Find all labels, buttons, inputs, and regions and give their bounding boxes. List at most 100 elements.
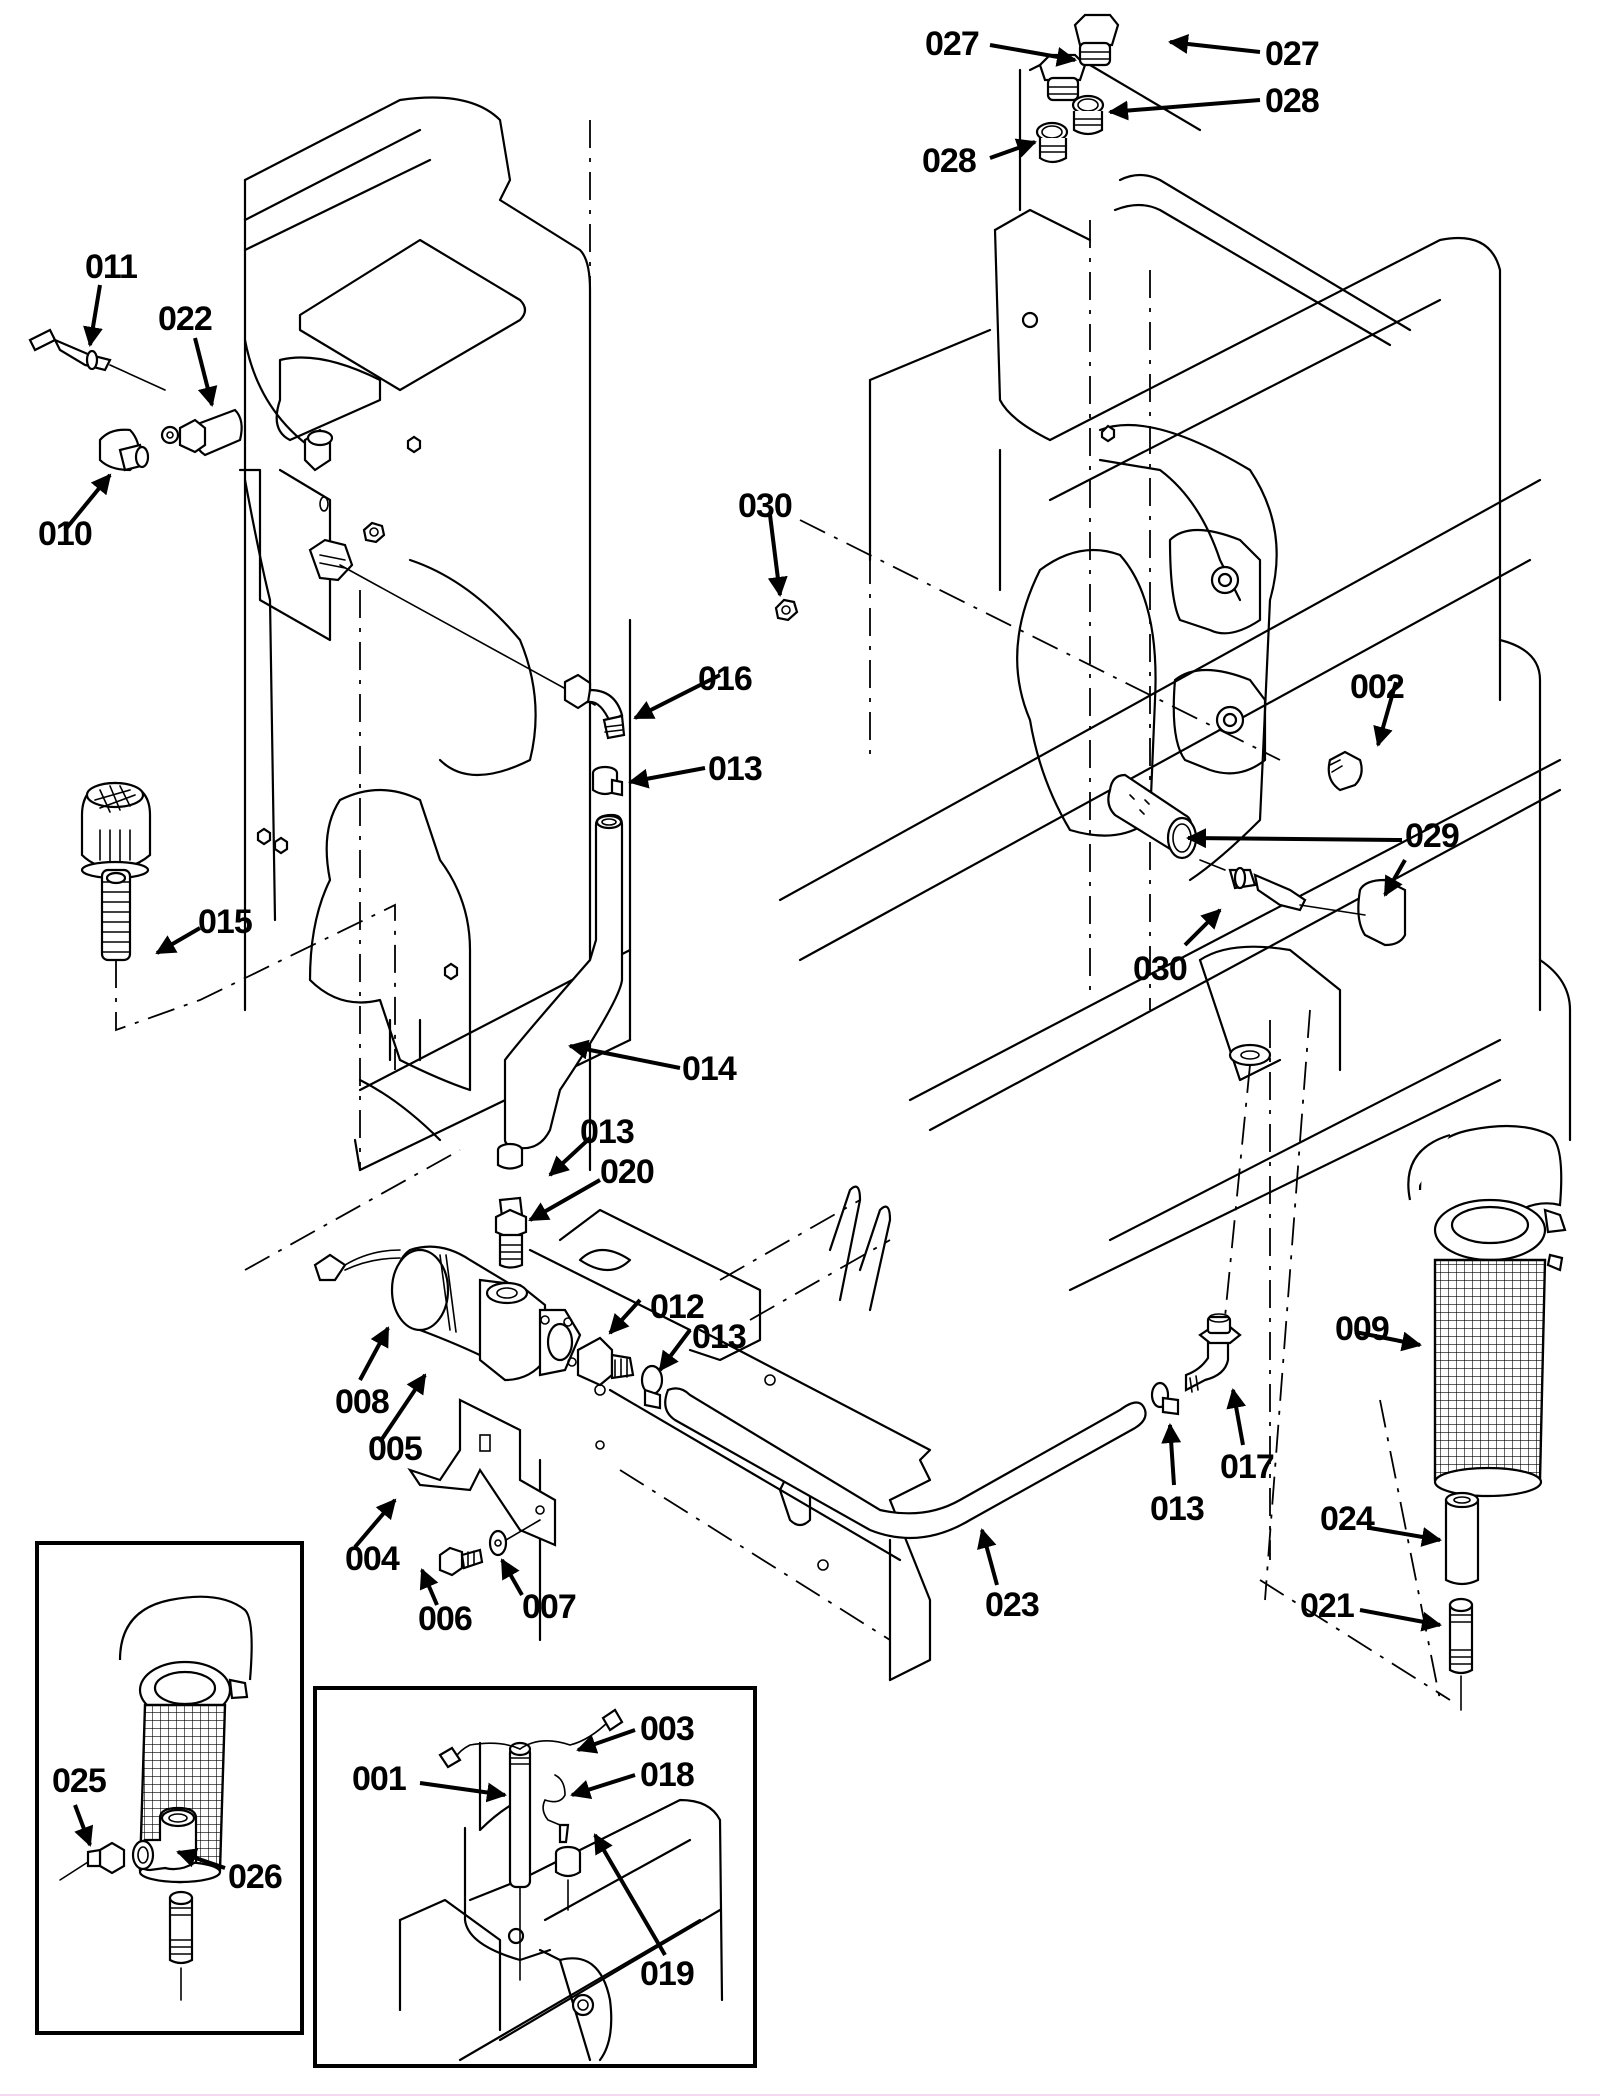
callout-arrow-030 — [767, 514, 788, 597]
callout-arrow-019 — [593, 1833, 667, 1957]
callout-arrow-001 — [419, 1781, 507, 1803]
part-006-bolt — [438, 1546, 484, 1577]
callout-arrow-020 — [528, 1178, 601, 1222]
callout-arrow-008 — [358, 1326, 390, 1381]
callout-label-015: 015 — [198, 903, 252, 941]
callout-label-002: 002 — [1350, 668, 1404, 706]
part-010-elbow-cap — [98, 428, 150, 472]
callout-label-030: 030 — [1133, 950, 1187, 988]
callout-arrow-013 — [548, 1136, 592, 1177]
callout-arrow-030 — [1183, 908, 1222, 947]
part-007-washer — [488, 1519, 541, 1557]
callout-label-011: 011 — [85, 248, 137, 286]
callout-arrow-017 — [1226, 1388, 1247, 1446]
part-027-plug-right — [1073, 13, 1120, 67]
part-017-elbow-fitting — [1184, 1043, 1272, 1393]
callout-labels: 011 022 010 027 027 028 028 030 016 013 002 029 030 0… — [38, 25, 1460, 1993]
callout-label-020: 020 — [600, 1153, 654, 1191]
part-002-plug — [1327, 750, 1363, 792]
callout-arrow-011 — [83, 284, 103, 347]
callout-arrow-027 — [989, 43, 1077, 67]
part-030-sensor — [1199, 859, 1366, 916]
part-plug-and-nut-left — [303, 428, 596, 706]
part-024-coupling — [1444, 1491, 1480, 1586]
callout-label-029: 029 — [1405, 817, 1459, 855]
callout-label-006: 006 — [418, 1600, 472, 1638]
callout-label-013: 013 — [580, 1113, 634, 1151]
callout-arrow-018 — [570, 1773, 636, 1800]
part-016-elbow-fitting — [563, 673, 626, 740]
callout-label-014: 014 — [682, 1050, 737, 1088]
callout-arrow-023 — [977, 1528, 999, 1586]
callout-label-013: 013 — [1150, 1490, 1204, 1528]
callout-arrows — [63, 34, 1442, 1957]
part-028-bushing-right — [1071, 94, 1105, 136]
part-022-fitting — [160, 408, 243, 457]
callout-label-027: 027 — [1265, 35, 1319, 73]
part-011-connector-probe — [28, 328, 166, 391]
callout-label-025: 025 — [52, 1762, 106, 1800]
inset-level-sensor — [313, 1686, 757, 2068]
callout-arrow-004 — [353, 1498, 397, 1549]
callout-label-018: 018 — [640, 1756, 694, 1794]
callout-label-016: 016 — [698, 660, 752, 698]
callout-label-024: 024 — [1320, 1500, 1375, 1538]
callout-arrow-013 — [658, 1328, 692, 1372]
callout-arrow-028 — [989, 138, 1037, 160]
callout-arrow-026 — [176, 1848, 226, 1870]
part-015-breather-filter — [80, 781, 396, 1070]
callout-arrow-025 — [73, 1804, 94, 1847]
callout-arrow-007 — [500, 1558, 524, 1596]
callout-arrow-012 — [608, 1298, 642, 1335]
callout-arrow-005 — [378, 1373, 427, 1444]
part-020-nipple-fitting — [494, 1196, 528, 1269]
callout-arrow-003 — [576, 1728, 636, 1754]
part-013-clamp-upper — [591, 765, 624, 797]
callout-arrow-014 — [568, 1039, 681, 1070]
callout-label-010: 010 — [38, 515, 92, 553]
part-012-fitting — [576, 1336, 635, 1387]
callout-arrow-021 — [1359, 1608, 1442, 1632]
part-029-cap — [1357, 878, 1407, 947]
callout-arrow-022 — [193, 337, 218, 407]
callout-label-023: 023 — [985, 1586, 1039, 1624]
callout-arrow-006 — [419, 1568, 439, 1606]
part-009-strainer — [1407, 1124, 1567, 1531]
callout-label-027: 027 — [925, 25, 979, 63]
part-023-hose — [664, 1387, 1147, 1540]
callout-label-028: 028 — [922, 142, 976, 180]
callout-label-030: 030 — [738, 487, 792, 525]
part-013-clamp-mid — [496, 1142, 524, 1170]
part-013-clamp-right — [1150, 1381, 1180, 1416]
callout-arrow-029 — [1186, 828, 1403, 849]
callout-arrow-002 — [1373, 681, 1398, 747]
bottom-rule — [0, 2094, 1600, 2096]
callout-label-017: 017 — [1220, 1448, 1274, 1486]
part-013-clamp-pump — [640, 1364, 664, 1410]
part-027-plug-left — [1038, 53, 1087, 102]
callout-arrow-013 — [1161, 1423, 1182, 1486]
callout-label-019: 019 — [640, 1955, 694, 1993]
part-004-bracket — [407, 1398, 605, 1547]
part-028-bushing-left — [1035, 121, 1069, 164]
callout-label-001: 001 — [352, 1760, 406, 1798]
callout-arrow-028 — [1108, 98, 1261, 121]
callout-label-022: 022 — [158, 300, 212, 338]
callout-arrow-029 — [1383, 859, 1407, 897]
part-005-pump — [478, 1278, 582, 1382]
pump-mount-frame — [528, 1185, 932, 1682]
callout-label-026: 026 — [228, 1858, 282, 1896]
left-tank-outline — [238, 96, 632, 1271]
callout-label-021: 021 — [1300, 1587, 1354, 1625]
callout-label-012: 012 — [650, 1288, 704, 1326]
callout-label-013: 013 — [692, 1318, 746, 1356]
part-030-nut — [774, 598, 799, 622]
callout-arrow-024 — [1369, 1526, 1442, 1547]
callout-arrow-010 — [63, 473, 112, 532]
callout-label-009: 009 — [1335, 1310, 1389, 1348]
part-021-nipple — [1448, 1597, 1474, 1711]
part-014-hose — [503, 813, 624, 1150]
callout-arrow-016 — [633, 673, 721, 720]
callout-label-028: 028 — [1265, 82, 1319, 120]
